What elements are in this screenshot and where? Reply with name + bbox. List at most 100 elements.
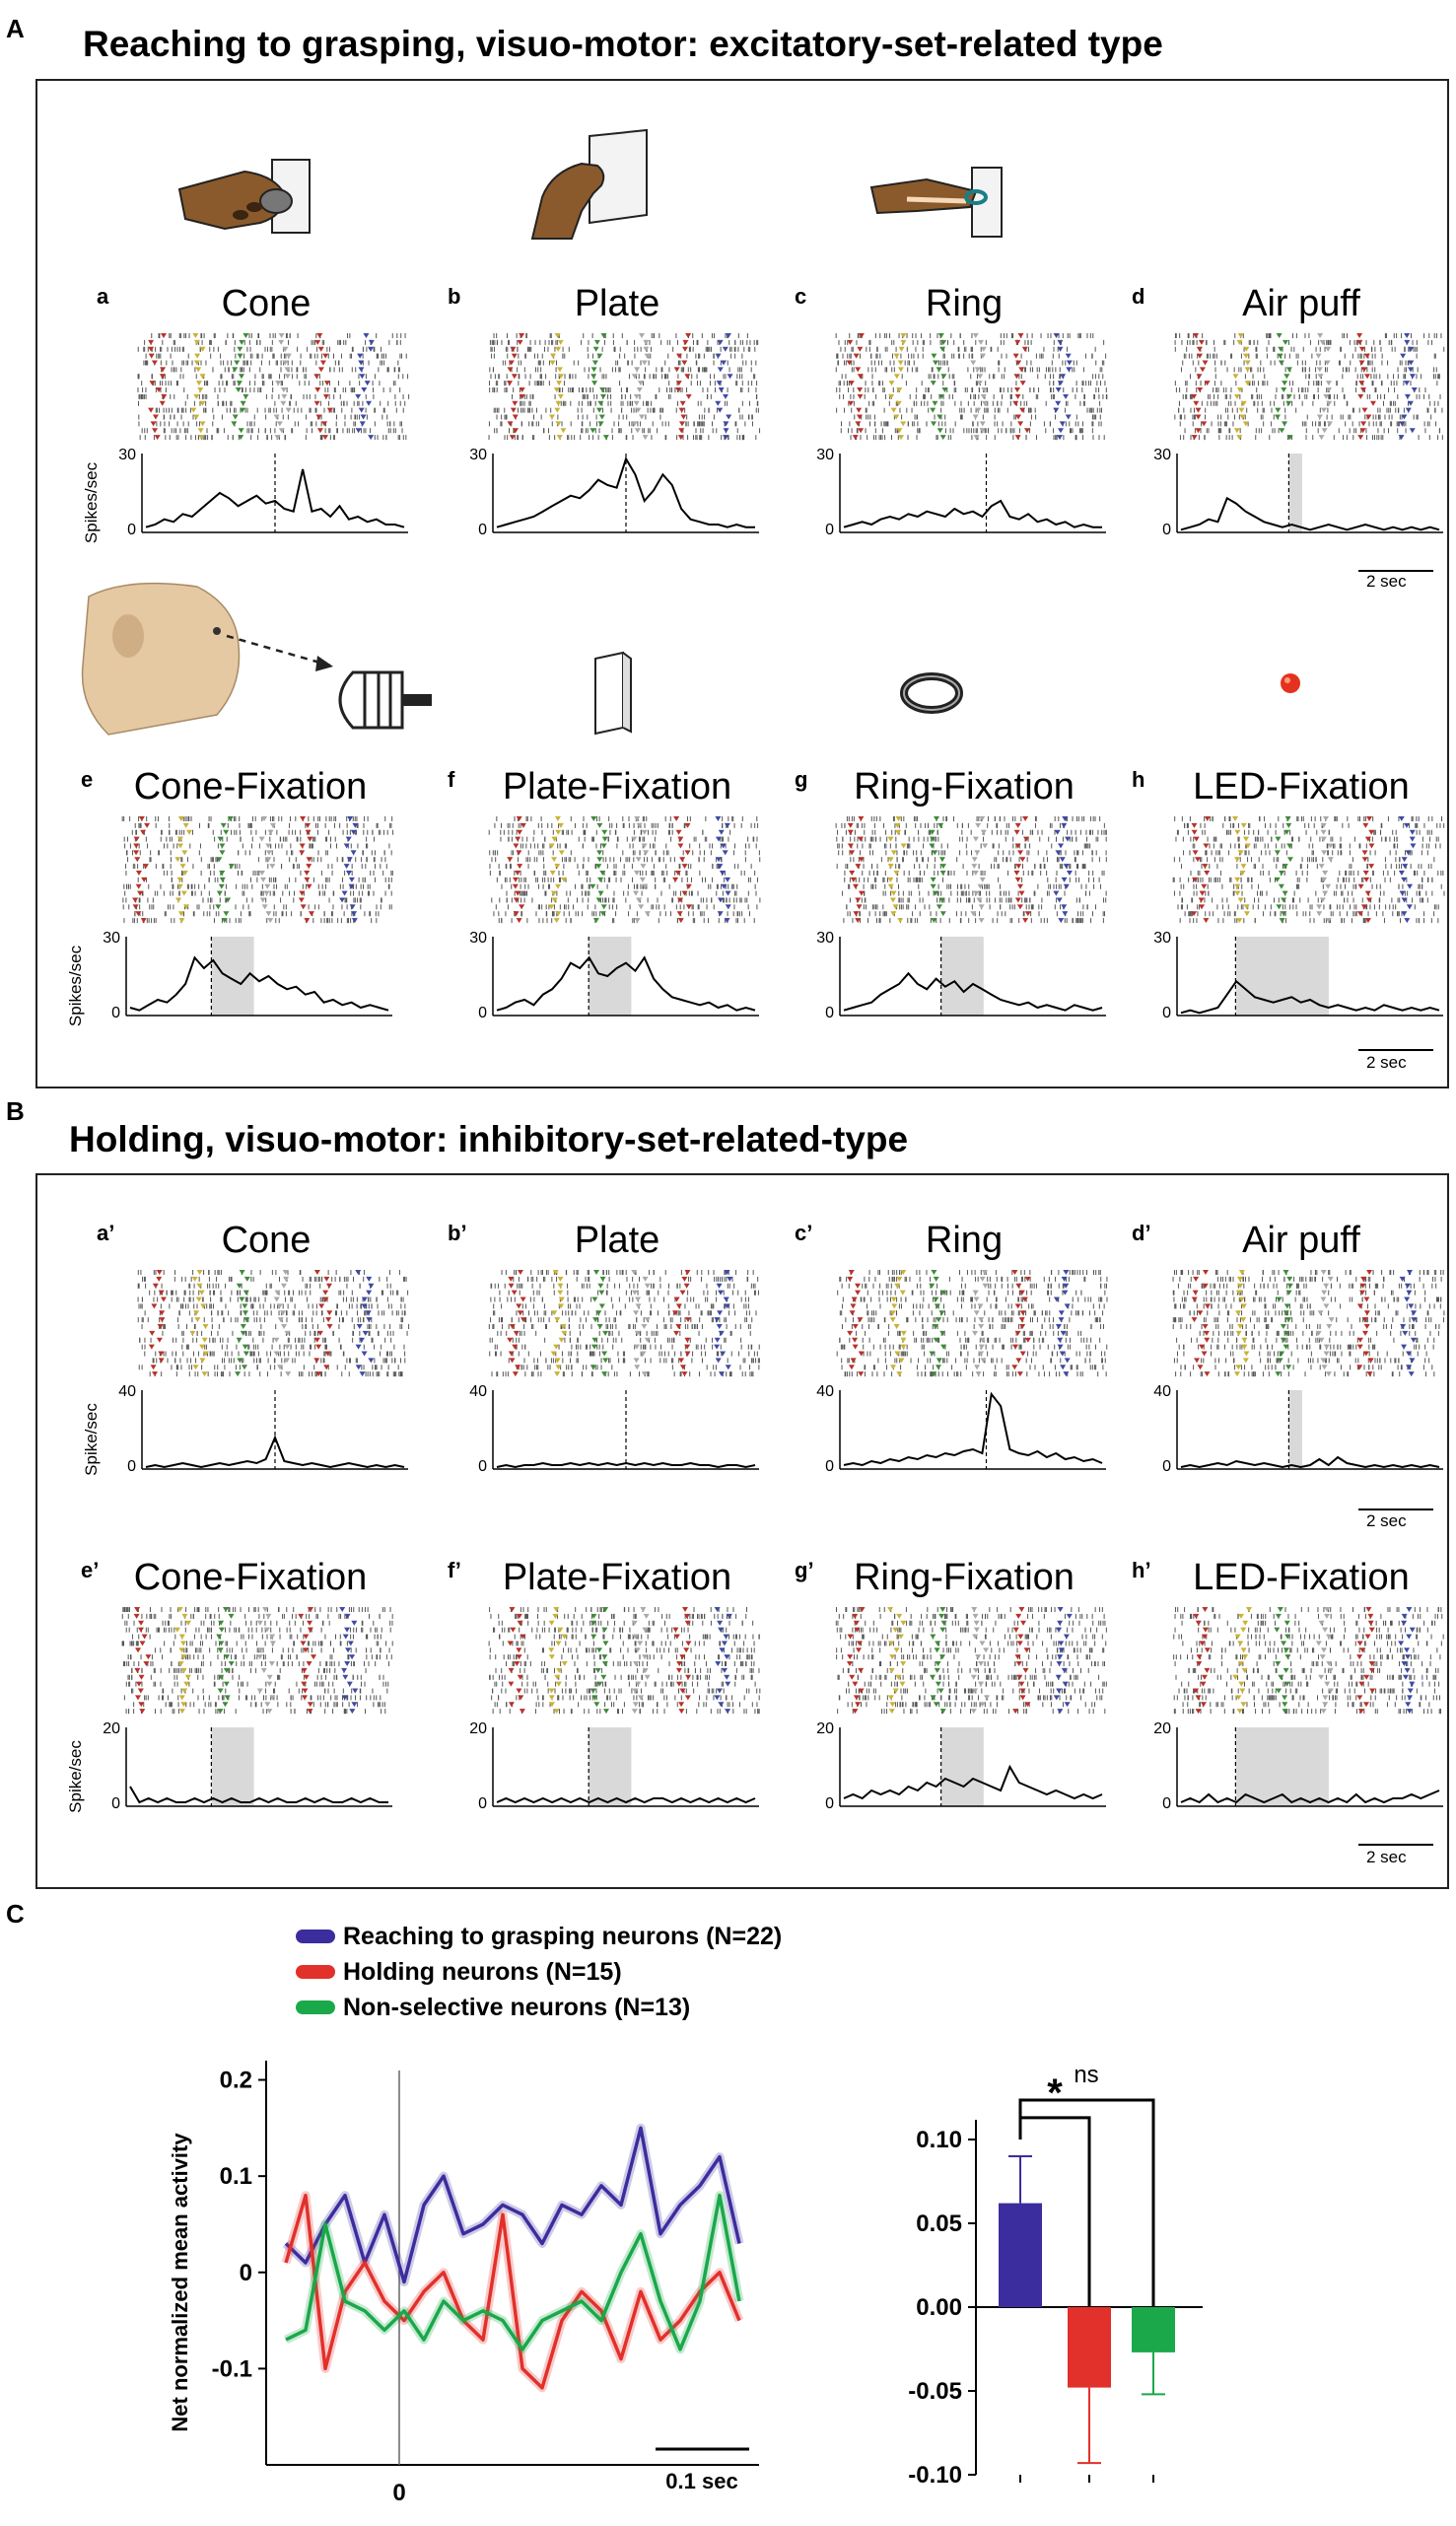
event-marker xyxy=(1408,346,1415,352)
event-marker xyxy=(725,904,731,910)
event-marker xyxy=(218,883,225,889)
event-marker xyxy=(135,911,142,917)
event-marker xyxy=(1012,400,1019,406)
event-marker xyxy=(1057,346,1064,352)
event-marker xyxy=(282,360,289,366)
y-tick-max: 30 xyxy=(469,930,487,947)
event-marker xyxy=(1239,414,1246,420)
event-marker xyxy=(304,871,311,876)
event-marker xyxy=(359,421,366,427)
event-marker xyxy=(548,414,555,420)
event-marker xyxy=(1057,428,1064,434)
event-marker xyxy=(590,367,597,373)
event-marker xyxy=(1233,428,1240,434)
event-marker xyxy=(237,346,243,352)
event-marker xyxy=(133,836,140,842)
event-marker xyxy=(1400,353,1407,359)
event-marker xyxy=(888,381,895,386)
event-marker xyxy=(512,414,519,420)
event-marker xyxy=(1274,414,1281,420)
event-marker xyxy=(515,890,521,896)
event-marker xyxy=(897,367,904,373)
event-marker xyxy=(217,836,224,842)
event-marker xyxy=(596,850,603,856)
event-marker xyxy=(1242,421,1249,427)
y-tick-max: 30 xyxy=(1153,447,1171,463)
event-marker xyxy=(981,387,988,392)
event-marker xyxy=(512,428,519,434)
event-marker xyxy=(148,339,155,345)
event-marker xyxy=(1404,381,1411,386)
psth-trace xyxy=(129,955,389,1012)
event-marker xyxy=(239,339,245,345)
event-marker xyxy=(1240,400,1247,406)
section-a-frame xyxy=(35,79,1449,1088)
event-marker xyxy=(339,897,346,903)
event-marker xyxy=(642,883,649,889)
event-marker xyxy=(345,836,352,842)
event-marker xyxy=(717,339,724,345)
event-marker xyxy=(135,883,142,889)
event-marker xyxy=(678,407,685,413)
event-marker xyxy=(979,428,986,434)
event-marker xyxy=(235,387,242,392)
event-marker xyxy=(1285,393,1292,399)
event-marker xyxy=(556,367,563,373)
event-marker xyxy=(1015,864,1022,870)
event-marker xyxy=(595,864,602,870)
event-marker xyxy=(685,333,692,338)
event-marker xyxy=(973,435,980,441)
event-marker xyxy=(1316,367,1323,373)
event-marker xyxy=(1316,414,1323,420)
event-marker xyxy=(243,393,249,399)
event-marker xyxy=(520,822,526,828)
event-marker xyxy=(550,890,557,896)
event-marker xyxy=(1023,836,1030,842)
event-marker xyxy=(1017,850,1024,856)
event-marker xyxy=(132,897,139,903)
event-marker xyxy=(1242,353,1249,359)
event-marker xyxy=(725,333,731,338)
raster xyxy=(137,333,410,441)
event-marker xyxy=(178,918,185,924)
event-marker xyxy=(634,816,641,821)
event-marker xyxy=(555,421,562,427)
event-marker xyxy=(633,393,640,399)
event-marker xyxy=(195,367,202,373)
event-marker xyxy=(551,857,558,863)
event-marker xyxy=(1281,387,1287,392)
event-marker xyxy=(285,353,292,359)
event-marker xyxy=(848,381,855,386)
event-marker xyxy=(644,911,651,917)
event-marker xyxy=(199,400,206,406)
event-marker xyxy=(138,816,145,821)
event-marker xyxy=(159,400,166,406)
event-marker xyxy=(980,393,987,399)
event-marker xyxy=(849,850,856,856)
event-marker xyxy=(198,435,205,441)
event-marker xyxy=(1057,435,1064,441)
event-marker xyxy=(971,864,978,870)
event-marker xyxy=(1021,346,1028,352)
event-marker xyxy=(519,393,525,399)
event-marker xyxy=(929,829,936,835)
event-marker xyxy=(847,400,854,406)
event-marker xyxy=(511,353,518,359)
event-marker xyxy=(1063,864,1070,870)
event-marker xyxy=(1319,339,1326,345)
event-marker xyxy=(940,339,947,345)
event-marker xyxy=(148,346,155,352)
event-marker xyxy=(197,428,204,434)
event-marker xyxy=(300,816,307,821)
event-marker xyxy=(275,381,282,386)
event-marker xyxy=(267,918,274,924)
event-marker xyxy=(681,864,688,870)
event-marker xyxy=(183,904,190,910)
shaded-epoch xyxy=(1288,454,1302,532)
event-marker xyxy=(1358,381,1365,386)
event-marker xyxy=(554,864,561,870)
event-marker xyxy=(553,387,560,392)
event-marker xyxy=(677,897,684,903)
